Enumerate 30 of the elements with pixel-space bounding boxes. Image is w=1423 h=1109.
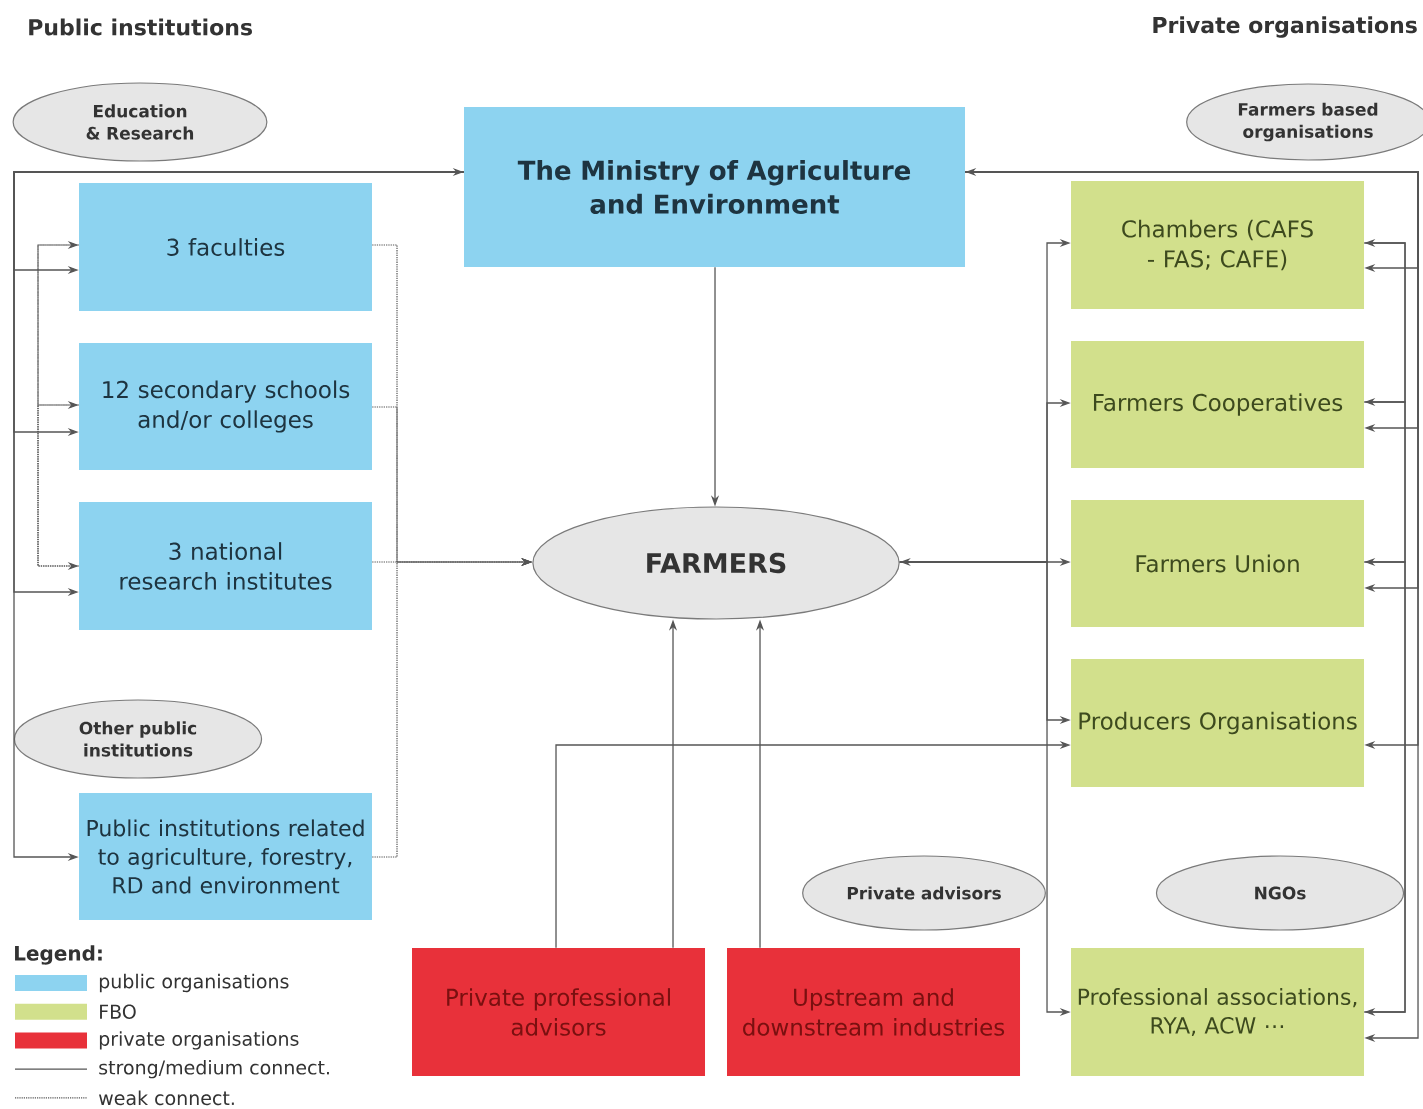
legend-label: private organisations <box>99 1031 299 1050</box>
organisation-box: Chambers (CAFS - FAS; CAFE) <box>1071 181 1364 309</box>
oval-label: Farmers based organisations <box>1186 83 1423 161</box>
oval-label: Education & Research <box>12 82 268 162</box>
arrow <box>964 171 1419 1043</box>
organisation-box: Farmers Union <box>1071 500 1364 627</box>
oval-label: Private advisors <box>802 855 1046 931</box>
oval-label: Other public institutions <box>13 699 263 779</box>
arrow <box>1363 561 1406 1017</box>
organisation-box: Private professional advisors <box>412 948 705 1076</box>
organisation-box: The Ministry of Agriculture and Environment <box>464 107 965 267</box>
legend-label: FBO <box>100 1004 136 1019</box>
legend-heading: Legend: <box>15 945 102 965</box>
organisation-box: Upstream and downstream industries <box>727 948 1020 1076</box>
organisation-box: Producers Organisations <box>1071 659 1364 787</box>
legend-label: strong/medium connect. <box>99 1059 329 1079</box>
section-heading: Public institutions <box>29 18 252 36</box>
organisation-box: 3 national research institutes <box>79 502 372 630</box>
organisation-box: Farmers Cooperatives <box>1071 341 1364 468</box>
oval-label: NGOs <box>1155 855 1405 931</box>
organisation-box: 3 faculties <box>79 183 372 311</box>
arrow <box>37 240 80 567</box>
section-heading: Private organisations <box>1153 16 1417 38</box>
ellipse-node: FARMERS <box>532 506 900 620</box>
arrow <box>1363 401 1406 567</box>
legend-label: weak connect. <box>99 1090 234 1106</box>
organisation-box: Public institutions related to agriculture, forestry, RD and environment <box>79 793 372 920</box>
organisation-box: 12 secondary schools and/or colleges <box>79 343 372 470</box>
legend-label: public organisations <box>99 973 289 993</box>
organisation-box: Professional associations, RYA, ACW ⋯ <box>1071 948 1364 1076</box>
